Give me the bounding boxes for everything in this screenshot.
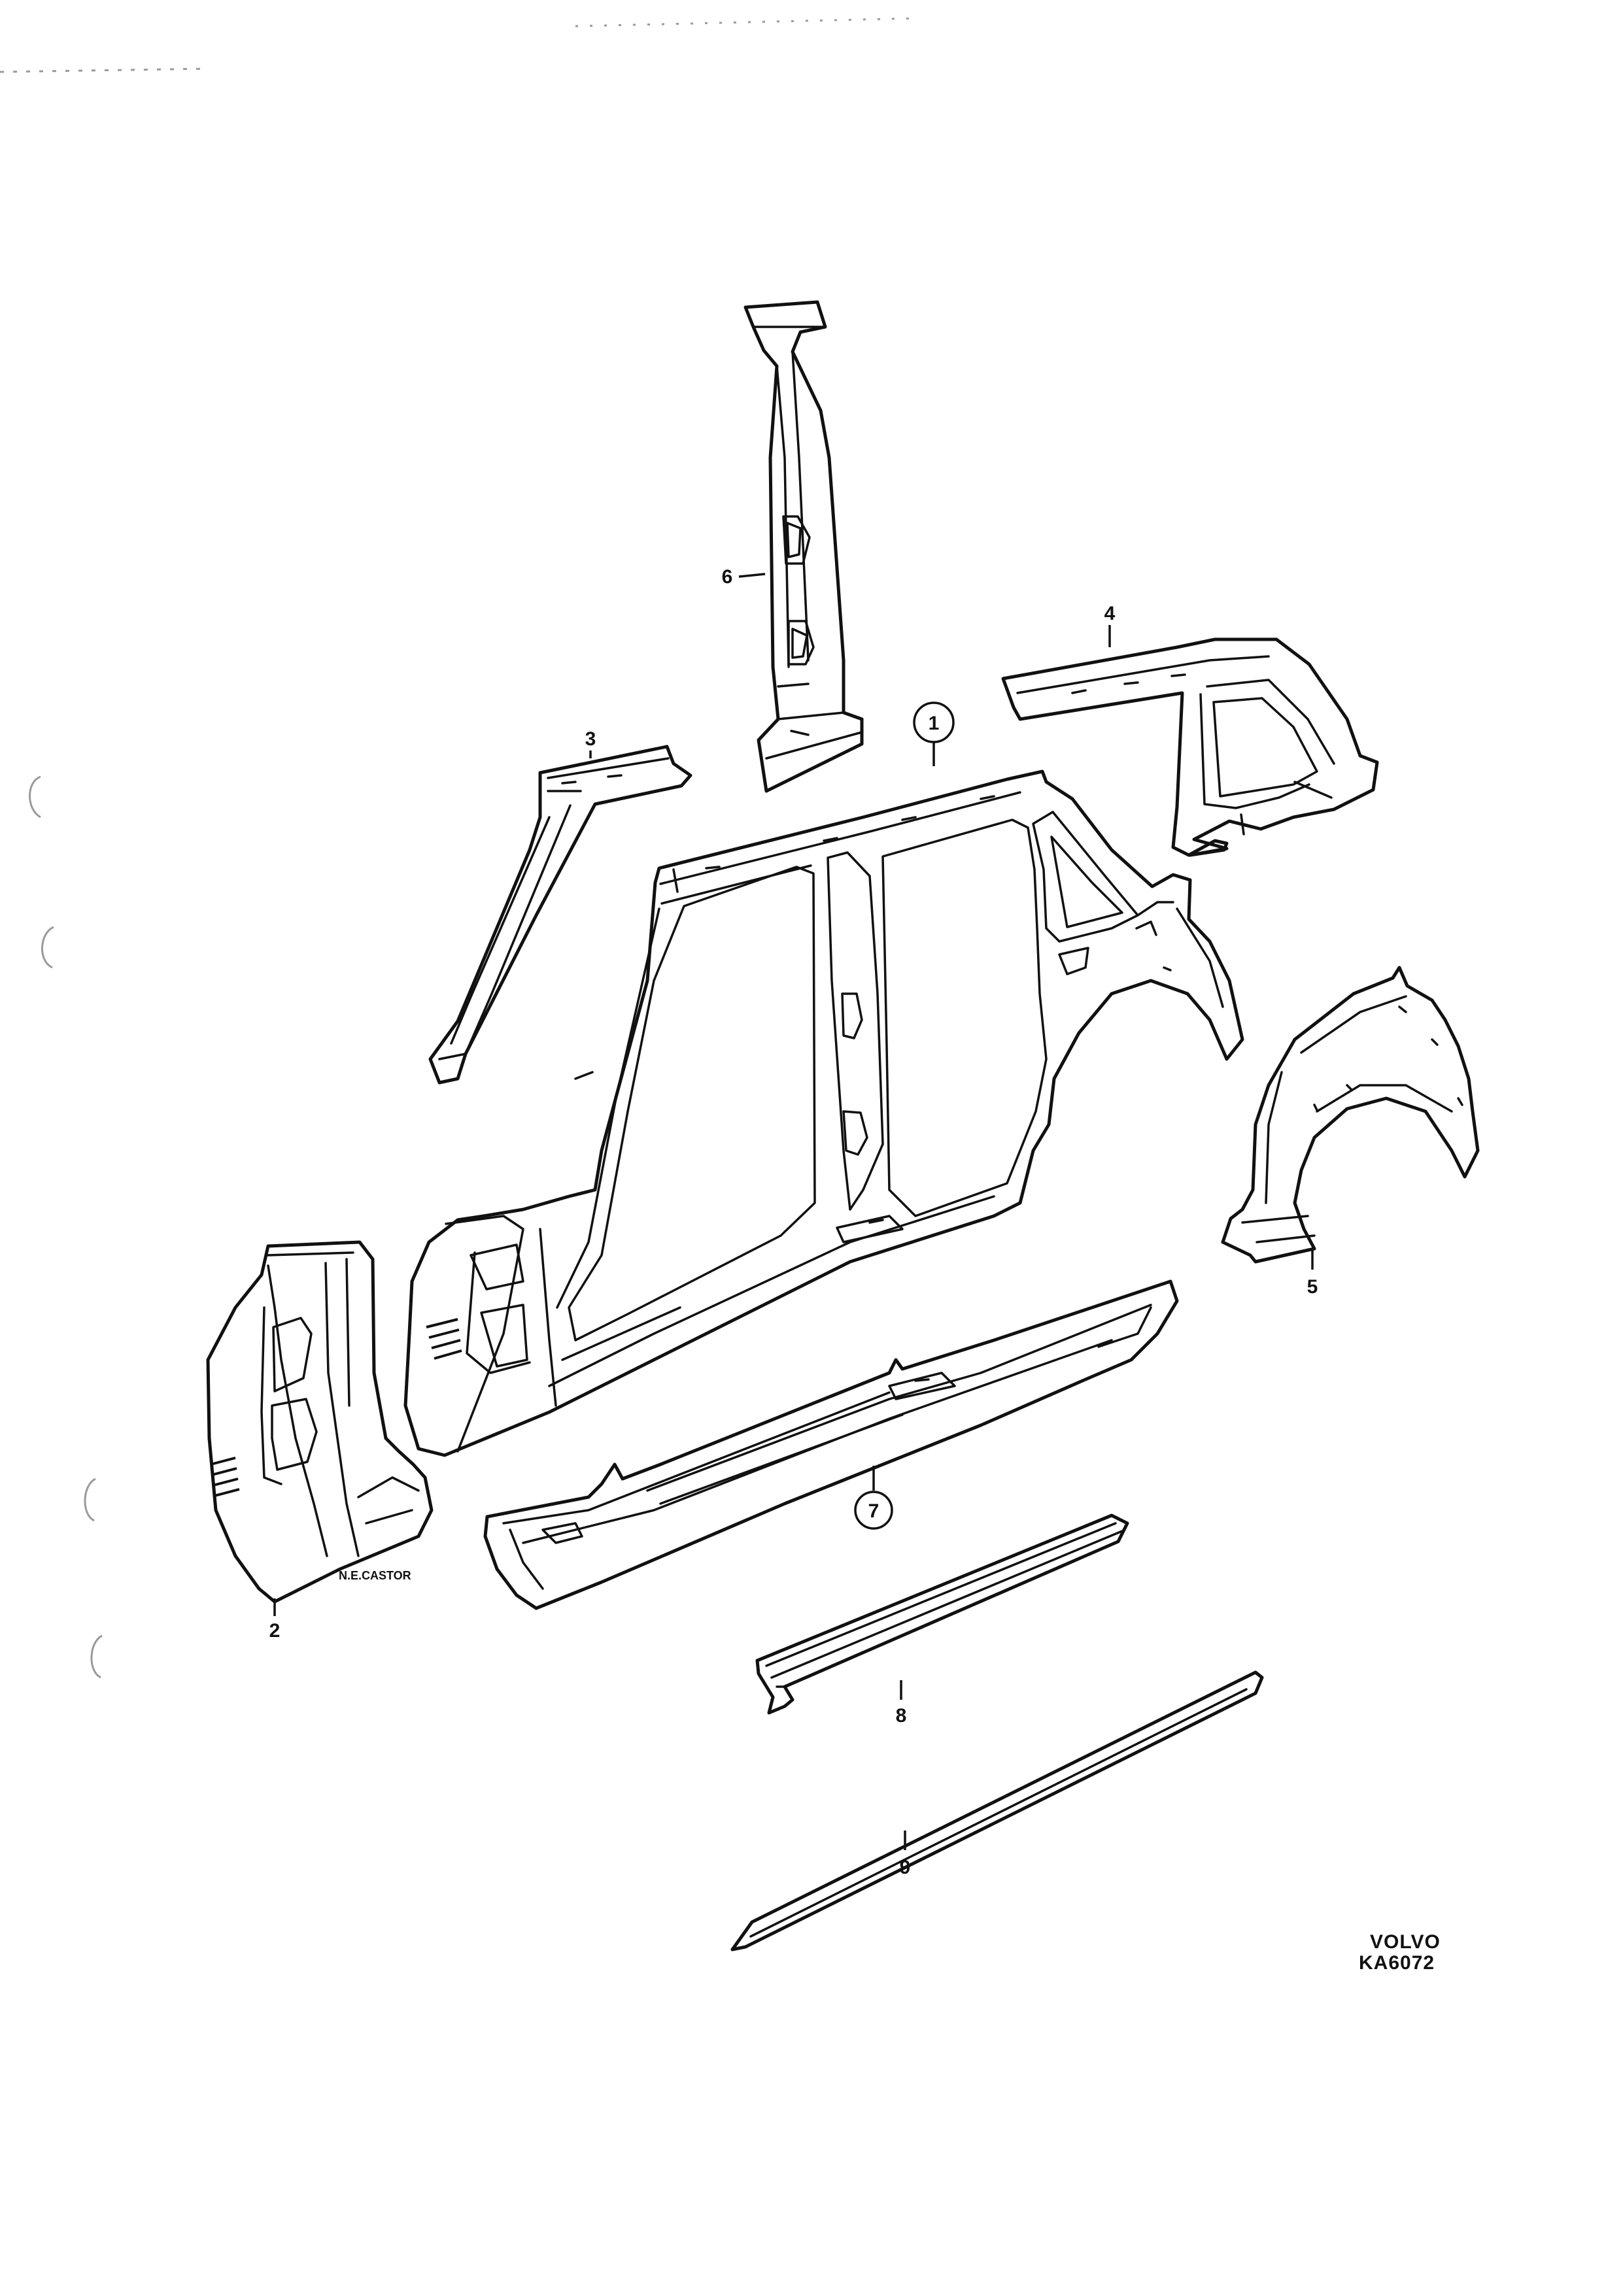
callout-1-label: 1 bbox=[929, 713, 940, 734]
part-8-inner-sill bbox=[755, 1513, 1129, 1715]
callout-1: 1 bbox=[913, 701, 955, 743]
callout-6-label: 6 bbox=[722, 566, 733, 588]
leader-lines bbox=[273, 573, 1314, 1850]
part-6-b-pillar bbox=[743, 300, 864, 793]
part-4-rear-roof-rail bbox=[1001, 637, 1379, 857]
part-9-sill-moulding bbox=[730, 1670, 1264, 1951]
callout-8-label: 8 bbox=[896, 1705, 907, 1727]
brand-name: VOLVO bbox=[1370, 1931, 1441, 1953]
drawing-code: KA6072 bbox=[1359, 1952, 1435, 1974]
callout-2-label: 2 bbox=[269, 1620, 281, 1642]
callout-9-label: 9 bbox=[900, 1857, 911, 1878]
part-1-side-panel bbox=[403, 769, 1244, 1457]
part-2-front-pillar bbox=[206, 1240, 434, 1604]
part-7-outer-sill bbox=[483, 1279, 1179, 1610]
callout-7-label: 7 bbox=[868, 1500, 880, 1522]
callout-4-label: 4 bbox=[1104, 603, 1116, 624]
callout-7: 7 bbox=[854, 1491, 893, 1530]
artist-stamp: N.E.CASTOR bbox=[339, 1569, 411, 1582]
part-3-a-pillar bbox=[428, 745, 692, 1085]
callout-5-label: 5 bbox=[1307, 1276, 1318, 1298]
part-5-rear-wheel-arch bbox=[1221, 966, 1480, 1264]
scan-margin-marks bbox=[0, 17, 916, 1679]
callout-3-label: 3 bbox=[585, 728, 596, 750]
